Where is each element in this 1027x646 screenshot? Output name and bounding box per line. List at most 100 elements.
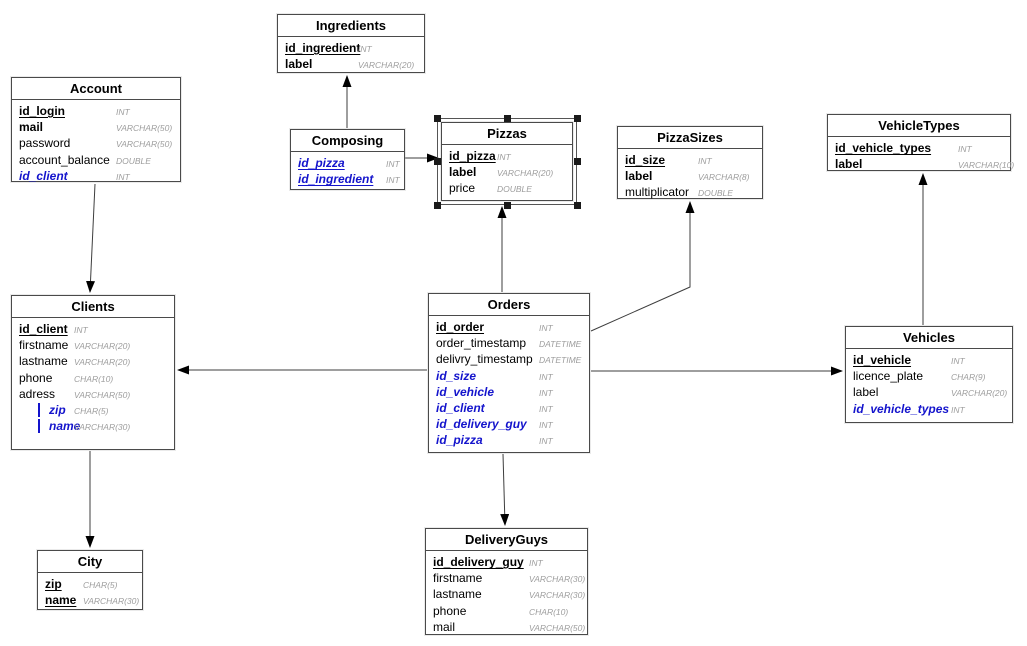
column-type: INT: [497, 152, 511, 162]
column-type: VARCHAR(30): [529, 590, 586, 601]
column-name: firstname: [433, 571, 483, 586]
column-type: INT: [539, 403, 553, 414]
column-type: INT: [698, 156, 712, 166]
column-order_timestamp: order_timestamp DATETIME: [429, 335, 589, 351]
column-type: DOUBLE: [116, 155, 151, 166]
selection-handle[interactable]: [433, 114, 441, 122]
column-type: INT: [951, 356, 965, 366]
column-type: INT: [539, 436, 553, 447]
column-name: id_vehicle: [436, 384, 495, 399]
column-label: label VARCHAR(8): [618, 168, 762, 184]
table-title: PizzaSizes: [618, 127, 762, 149]
selection-handle[interactable]: [503, 201, 511, 209]
column-name: id_client: [19, 322, 68, 336]
column-name: multiplicator: [625, 185, 690, 200]
column-type: INT: [951, 404, 965, 415]
column-type: VARCHAR(20): [497, 168, 554, 179]
column-type: DOUBLE: [698, 188, 733, 199]
column-name: name: [45, 593, 77, 608]
column-type: DATETIME: [539, 339, 582, 350]
column-type: INT: [539, 420, 553, 431]
relationship-orders-to-deliveryguys[interactable]: [500, 453, 510, 526]
column-name: firstname: [19, 338, 69, 353]
column-name: id_order: [436, 320, 485, 334]
column-name: order_timestamp: [436, 336, 527, 351]
selection-handle[interactable]: [433, 158, 441, 165]
table-title: DeliveryGuys: [426, 529, 587, 551]
column-type: CHAR(5): [83, 580, 118, 590]
column-name: id_ingredient: [298, 172, 374, 187]
column-type: VARCHAR(50): [74, 389, 131, 400]
selection-handle[interactable]: [433, 201, 441, 209]
column-name: id_vehicle_types: [835, 141, 932, 155]
table-title: Vehicles: [846, 327, 1012, 349]
column-type: VARCHAR(10): [958, 160, 1015, 171]
column-name: licence_plate: [853, 369, 924, 384]
column-type: VARCHAR(20): [951, 388, 1008, 399]
table-title: Composing: [291, 130, 404, 152]
selection-handle[interactable]: [573, 114, 581, 122]
table-title: Pizzas: [442, 123, 572, 145]
column-type: INT: [539, 371, 553, 382]
relationship-orders-to-pizzasizes[interactable]: [590, 201, 695, 332]
column-type: VARCHAR(20): [74, 341, 131, 352]
column-name: id_pizza: [449, 149, 496, 163]
column-type: VARCHAR(50): [116, 139, 173, 150]
column-name: lastname: [433, 587, 482, 602]
column-name: label: [625, 169, 653, 184]
column-type: VARCHAR(8): [698, 172, 750, 183]
column-name: mail: [19, 120, 44, 135]
relationship-account-to-clients[interactable]: [86, 183, 96, 293]
selection-handle[interactable]: [503, 114, 511, 122]
column-name: id_delivery_guy: [433, 555, 524, 569]
column-type: CHAR(5): [74, 405, 109, 416]
selection-handle[interactable]: [573, 201, 581, 209]
column-name: label: [449, 165, 477, 180]
selection-handle[interactable]: [573, 158, 581, 165]
column-name: delivry_timestamp: [436, 352, 533, 367]
table-title: City: [38, 551, 142, 573]
